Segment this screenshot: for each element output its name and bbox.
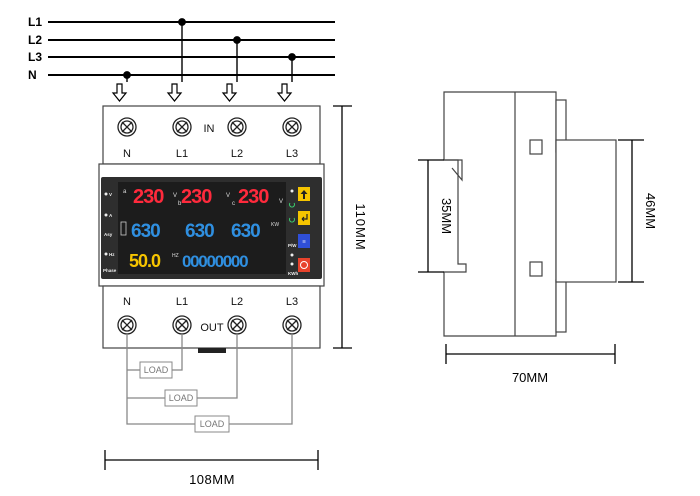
input-terminal-label-n: N [123,148,131,160]
line-label-l2: L2 [28,33,42,47]
load-box-2 [164,389,198,407]
enter-icon [301,214,308,222]
load-label-2: LOAD [169,393,194,403]
side-body [443,91,557,337]
rail-dimension [418,159,444,273]
terminal-screw-icon [227,315,247,335]
enter-button[interactable] [298,211,310,225]
line-droppers [123,18,296,82]
power-readout-b: 630 [185,221,214,242]
phase-letter-b: b [178,201,182,207]
width-dimension-label: 108MM [189,472,235,487]
menu-icon: ☰ [302,239,306,244]
output-terminal-label-l2: L2 [231,296,243,308]
rail-dimension-label: 35MM [439,198,454,234]
side-window-bottom [529,261,543,277]
height-dimension [333,105,352,349]
side-window-top [529,139,543,155]
voltage-unit-b: V [226,193,230,199]
output-label: OUT [200,322,224,334]
terminal-screw-icon [117,117,137,137]
menu-button[interactable]: ☰ [298,234,310,248]
line-label-l3: L3 [28,50,42,64]
terminal-screw-icon [117,315,137,335]
width-dimension [104,450,319,470]
indicator-label-kwh: KWh [288,271,298,276]
line-label-l1: L1 [28,15,42,29]
arrow-down-icon [166,83,183,102]
load-boxes [139,361,230,433]
arrow-up-icon [300,190,308,199]
terminal-screw-icon [172,117,192,137]
arrow-down-icon [221,83,238,102]
power-button[interactable] [298,258,310,272]
output-terminal-label-l1: L1 [176,296,188,308]
input-terminal-block [102,105,321,165]
din-clip [198,348,226,353]
indicator-label-a: A [109,213,113,218]
depth-dimension-label: 70MM [512,370,548,385]
up-button[interactable] [298,187,310,201]
front-dimension [618,139,644,283]
phase-letter-a: a [123,189,127,195]
input-terminal-label-l3: L3 [286,148,298,160]
voltage-readout-c: 230 [238,186,269,208]
power-unit: KW [271,222,279,228]
voltage-unit-a: V [173,193,177,199]
output-terminal-label-l3: L3 [286,296,298,308]
power-readout-c: 630 [231,221,260,242]
battery-icon [120,221,127,236]
terminal-screw-icon [282,117,302,137]
refresh-icon [289,217,295,223]
line-label-n: N [28,68,37,82]
input-terminal-label-l2: L2 [231,148,243,160]
side-clip-bottom [555,279,567,333]
input-arrows [111,83,293,102]
power-icon [300,261,308,269]
terminal-screw-icon [282,315,302,335]
lcd-panel [118,182,286,274]
load-wiring [126,334,293,425]
voltage-unit-c: V [279,199,283,205]
height-dimension-label: 110MM [353,203,368,250]
output-terminal-block [102,285,321,349]
frequency-readout: 50.0 [129,251,161,271]
indicator-label-asy: Asy [104,232,113,237]
energy-readout: 00000000 [182,252,248,271]
front-dimension-label: 46MM [643,193,658,229]
voltage-readout-b: 230 [181,186,212,208]
indicator-label-phase: Phase [103,268,117,273]
indicator-label-pw: P/W [288,243,297,248]
load-label-3: LOAD [200,419,225,429]
output-terminal-label-n: N [123,296,131,308]
load-box-3 [194,415,230,433]
phase-letter-c: c [232,201,235,207]
control-buttons: ☰ [298,187,310,272]
supply-lines [48,21,335,76]
arrow-down-icon [276,83,293,102]
terminal-screw-icon [172,315,192,335]
arrow-down-icon [111,83,128,102]
load-box-1 [139,361,173,379]
terminal-screw-icon [227,117,247,137]
depth-dimension [445,344,616,364]
indicator-label-hz: Hz [109,252,115,257]
meter-side-view [443,91,617,337]
refresh-icon [289,202,295,208]
output-terminals [117,315,302,335]
side-front-face [555,139,617,283]
input-terminals [117,117,302,137]
input-label: IN [204,123,215,135]
voltage-readout-a: 230 [133,186,164,208]
frequency-unit: HZ [172,253,179,259]
power-readout-a: 630 [131,221,160,242]
indicator-label-v: V [109,192,112,197]
input-terminal-label-l1: L1 [176,148,188,160]
load-label-1: LOAD [144,365,169,375]
